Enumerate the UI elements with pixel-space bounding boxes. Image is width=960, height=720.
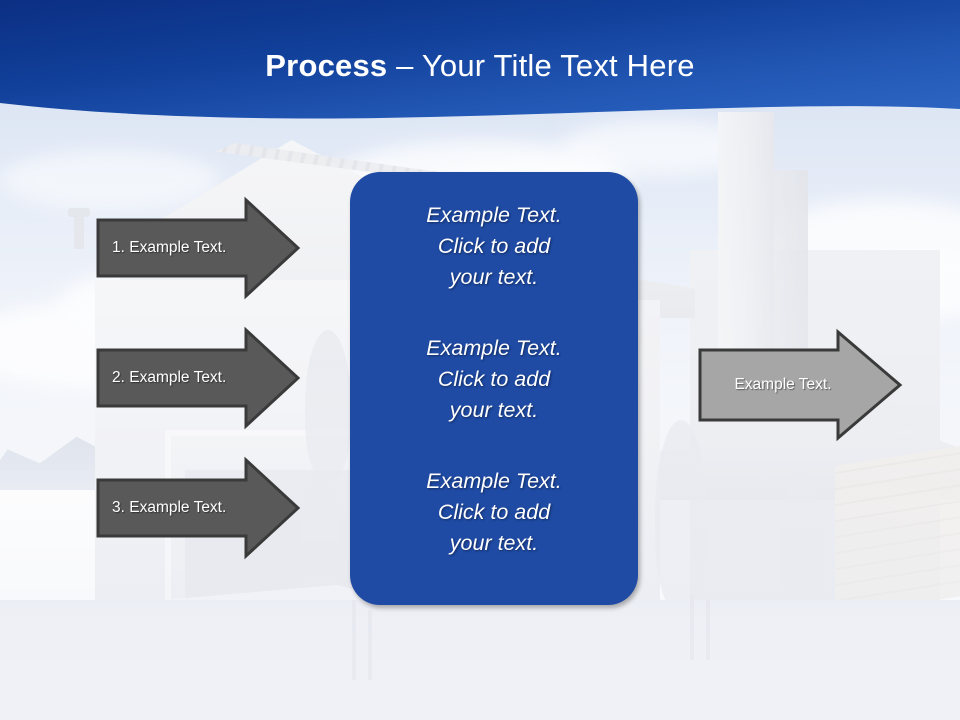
process-output-arrow-label: Example Text.: [734, 376, 832, 393]
panel-text-line: Click to add: [437, 367, 551, 391]
process-step-arrow-2[interactable]: 2. Example Text.: [96, 326, 301, 430]
header-wave-shape: [0, 0, 960, 119]
arrow-right-icon: [698, 328, 903, 442]
page-title-separator: –: [387, 48, 422, 83]
arrow-right-icon: [96, 326, 301, 430]
process-step-arrow-3[interactable]: 3. Example Text.: [96, 456, 301, 560]
panel-text-line: Click to add: [437, 234, 551, 258]
process-step-arrow-2-label: 2. Example Text.: [112, 369, 227, 386]
arrow-right-icon: [96, 196, 301, 300]
panel-text-line: Example Text.: [426, 203, 562, 227]
panel-text-line: your text.: [449, 398, 539, 422]
panel-text-line: Example Text.: [426, 469, 562, 493]
panel-text-line: Click to add: [437, 500, 551, 524]
panel-text-line: your text.: [449, 265, 539, 289]
process-output-arrow[interactable]: Example Text.: [698, 328, 903, 442]
panel-text-line: Example Text.: [426, 336, 562, 360]
page-title: Process – Your Title Text Here: [0, 48, 960, 84]
arrow-right-icon: [96, 456, 301, 560]
process-step-arrow-1-label: 1. Example Text.: [112, 239, 227, 256]
process-step-arrow-1[interactable]: 1. Example Text.: [96, 196, 301, 300]
header-banner: Process – Your Title Text Here: [0, 0, 960, 150]
panel-text-block-3: Example Text. Click to add your text.: [350, 466, 638, 559]
page-title-bold: Process: [265, 48, 388, 83]
process-detail-panel[interactable]: Example Text. Click to add your text. Ex…: [350, 172, 638, 605]
process-step-arrow-3-label: 3. Example Text.: [112, 499, 227, 516]
panel-text-block-1: Example Text. Click to add your text.: [350, 200, 638, 293]
page-title-rest: Your Title Text Here: [421, 48, 695, 83]
panel-text-line: your text.: [449, 531, 539, 555]
panel-text-block-2: Example Text. Click to add your text.: [350, 333, 638, 426]
